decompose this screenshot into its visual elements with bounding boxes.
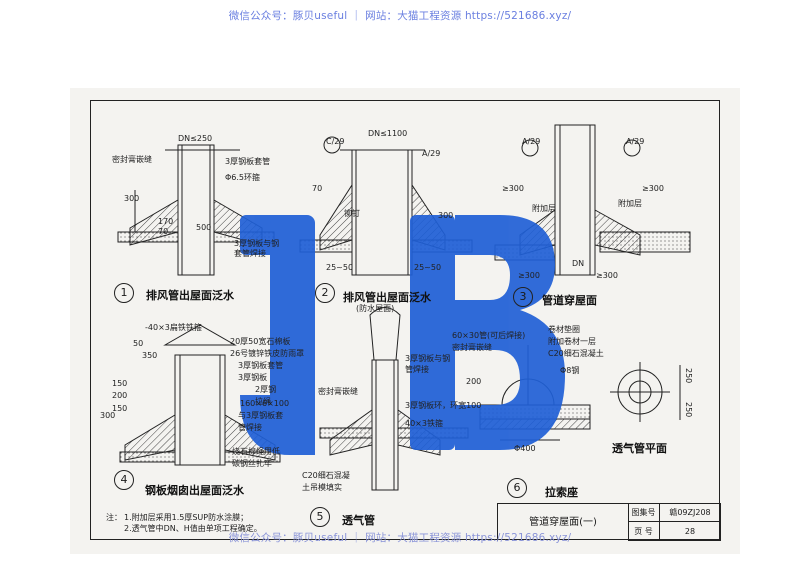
note-2: 2.透气管中DN、H值由单项工程确定。 (124, 524, 262, 533)
detail-3-title: 管道穿屋面 (542, 294, 597, 307)
d6-label-4: C20细石混凝土 (548, 349, 604, 358)
vent-plan-drawing (610, 362, 681, 422)
atlas-value: 赣09ZJ208 (660, 504, 721, 522)
watermark-top: 微信公众号：豚贝useful ｜ 网站：大猫工程资源 https://52168… (228, 10, 572, 22)
vent-plan-title: 透气管平面 (612, 442, 667, 455)
detail-6-number: 6 (507, 478, 527, 498)
plan-label-1: 250 (684, 402, 693, 418)
title-block-title: 管道穿屋面(一) (498, 504, 629, 541)
d5-label-2: 密封膏嵌缝 (318, 387, 358, 396)
jb-logo-watermark (240, 215, 565, 455)
detail-1-title: 排风管出屋面泛水 (146, 289, 234, 302)
atlas-label: 图集号 (628, 504, 660, 522)
d6-label-5: Φ8钢 (560, 366, 580, 375)
d6-label-3: 附加卷材一层 (548, 337, 596, 346)
detail-4-number: 4 (114, 470, 134, 490)
page-value: 28 (660, 522, 721, 541)
d4-label-9: 200 (112, 391, 128, 400)
detail-4-drawing (119, 324, 281, 466)
d2-label-5: 25~50 (326, 263, 354, 272)
d6-label-6: 200 (466, 377, 482, 386)
d1-label-5: 套管焊接 (234, 249, 266, 258)
detail-3-number: 3 (513, 287, 533, 307)
d4-label-6: 50 (133, 339, 144, 348)
d2-label-3: 70 (312, 184, 323, 193)
detail-2-title: 排风管出屋面泛水 (343, 291, 431, 304)
d6-label-0: 60×30管(可后焊接) (452, 331, 526, 340)
d4-label-11: 150 (112, 404, 128, 413)
d1-label-8: 170 (158, 217, 174, 226)
d1-label-4: 3厚钢板与钢 (234, 239, 280, 248)
d2-label-2: C/29 (326, 137, 345, 146)
watermark-bottom: 微信公众号：豚贝useful ｜ 网站：大猫工程资源 https://52168… (228, 532, 572, 544)
detail-6-title: 拉索座 (545, 486, 578, 499)
d4-label-3: 3厚钢板套管 (238, 361, 284, 370)
d3-label-2: ≥300 (502, 184, 524, 193)
d2-label-0: DN≤1100 (368, 129, 408, 138)
detail-2-number: 2 (315, 283, 335, 303)
d3-label-6: ≥300 (518, 271, 540, 280)
d1-label-0: DN≤250 (178, 134, 213, 143)
d4-label-5: 2厚钢 (255, 385, 277, 394)
drawing-frame (90, 100, 720, 540)
d5-label-6: 40×3铁箍 (405, 419, 443, 428)
d1-label-9: 500 (196, 223, 212, 232)
d6-label-7: Φ400 (514, 444, 536, 453)
d3-label-3: ≥300 (642, 184, 664, 193)
d3-label-4: 附加层 (532, 204, 556, 213)
d4-label-8: 150 (112, 379, 128, 388)
d4-label-17: 管焊接 (238, 423, 262, 432)
d4-label-1: 20厚50宽石棉板 (230, 337, 291, 346)
d2-label-1: A/29 (422, 149, 441, 158)
d5-label-4: C20细石混凝 (302, 471, 350, 480)
d4-label-4: 3厚钢板 (238, 373, 268, 382)
d2-label-7: 铆钉 (344, 209, 360, 218)
detail-1-number: 1 (114, 283, 134, 303)
d3-label-8: ≥300 (596, 271, 618, 280)
detail-5-number: 5 (310, 507, 330, 527)
d4-label-14: 拉绳 (255, 397, 271, 406)
d4-label-7: 350 (142, 351, 158, 360)
d5-label-5: 土吊模填实 (302, 483, 342, 492)
d2-label-6: 25~50 (414, 263, 442, 272)
title-block: 管道穿屋面(一) 图集号 赣09ZJ208 页 号 28 (497, 503, 721, 541)
d1-label-3: Φ6.5环箍 (225, 173, 261, 182)
detail-2-subtitle: (防水屋面) (356, 304, 395, 313)
d3-label-7: DN (572, 259, 585, 268)
d6-label-2: 卷材垫圈 (548, 325, 580, 334)
d5-label-3: 3厚钢板环，环宽100 (405, 401, 482, 410)
d4-label-10: 300 (100, 411, 116, 420)
d5-label-0: 3厚钢板与钢 (405, 354, 451, 363)
d4-label-16: 与3厚钢板套 (238, 411, 284, 420)
d1-label-6: 300 (124, 194, 140, 203)
d3-label-0: A/29 (522, 137, 541, 146)
d4-label-12: 烧石棉绳用低 (232, 447, 280, 456)
notes-heading: 注： (106, 513, 122, 522)
d3-label-1: A/29 (626, 137, 645, 146)
d1-label-1: 密封膏嵌缝 (112, 155, 152, 164)
d4-label-13: 碳钢丝扎牢 (232, 459, 272, 468)
d4-label-15: 160×6×100 (240, 399, 290, 408)
page-label: 页 号 (628, 522, 660, 541)
d1-label-2: 3厚钢板套管 (225, 157, 271, 166)
d1-label-7: 70 (158, 227, 169, 236)
d4-label-0: -40×3扁铁铁箍 (145, 323, 202, 332)
d2-label-4: 300 (438, 211, 454, 220)
d3-label-5: 附加层 (618, 199, 642, 208)
d4-label-2: 26号镀锌铁皮防雨罩 (230, 349, 305, 358)
plan-label-0: 250 (684, 368, 693, 384)
detail-5-title: 透气管 (342, 514, 375, 527)
note-1: 1.附加层采用1.5厚SUP防水涂膜； (124, 513, 249, 522)
detail-4-title: 钢板烟囱出屋面泛水 (145, 484, 244, 497)
d6-label-1: 密封膏嵌缝 (452, 343, 492, 352)
d5-label-1: 管焊接 (405, 365, 429, 374)
